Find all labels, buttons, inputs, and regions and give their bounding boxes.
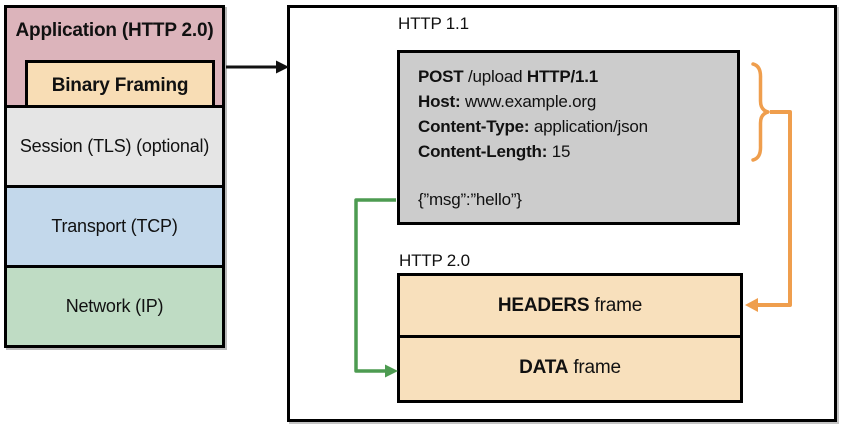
header-value: 15	[547, 142, 571, 161]
network-layer: Network (IP)	[4, 265, 225, 348]
http20-label: HTTP 2.0	[399, 251, 470, 270]
frame-type: HEADERS	[497, 294, 590, 316]
frames-box: HEADERS frame DATA frame	[397, 273, 743, 403]
binary-framing-box: Binary Framing	[25, 60, 215, 111]
request-target: /upload	[463, 67, 527, 86]
headers-frame-row: HEADERS frame	[400, 276, 740, 338]
request-line: Host: www.example.org	[418, 89, 723, 114]
data-frame-label: DATA frame	[519, 357, 621, 379]
request-method: POST	[418, 67, 464, 86]
frame-word: frame	[589, 294, 643, 316]
header-name: Host:	[418, 92, 461, 111]
binary-framing-label: Binary Framing	[51, 74, 189, 96]
http11-label: HTTP 1.1	[398, 14, 469, 33]
frame-type: DATA	[519, 356, 569, 378]
request-line: POST /upload HTTP/1.1	[418, 64, 723, 89]
transport-layer: Transport (TCP)	[4, 185, 225, 268]
http-request-box: POST /upload HTTP/1.1 Host: www.example.…	[397, 50, 740, 225]
frame-word: frame	[568, 356, 621, 378]
header-value: application/json	[529, 117, 648, 136]
session-layer: Session (TLS) (optional)	[4, 105, 225, 188]
application-label: Application (HTTP 2.0)	[15, 20, 214, 41]
request-body: {”msg”:”hello”}	[418, 190, 522, 209]
header-value: www.example.org	[460, 92, 597, 111]
session-label: Session (TLS) (optional)	[19, 136, 210, 156]
application-layer: Application (HTTP 2.0) Binary Framing	[4, 5, 225, 111]
network-label: Network (IP)	[65, 296, 164, 316]
request-line: Content-Type: application/json	[418, 114, 723, 139]
request-line: Content-Length: 15	[418, 139, 723, 164]
protocol-stack: Application (HTTP 2.0) Binary Framing Se…	[4, 5, 225, 348]
header-name: Content-Length:	[418, 142, 548, 161]
transport-label: Transport (TCP)	[51, 216, 178, 236]
headers-frame-label: HEADERS frame	[498, 295, 642, 317]
data-frame-row: DATA frame	[400, 338, 740, 397]
stack-to-detail-arrow	[226, 60, 289, 74]
header-name: Content-Type:	[418, 117, 530, 136]
request-version: HTTP/1.1	[526, 67, 599, 86]
